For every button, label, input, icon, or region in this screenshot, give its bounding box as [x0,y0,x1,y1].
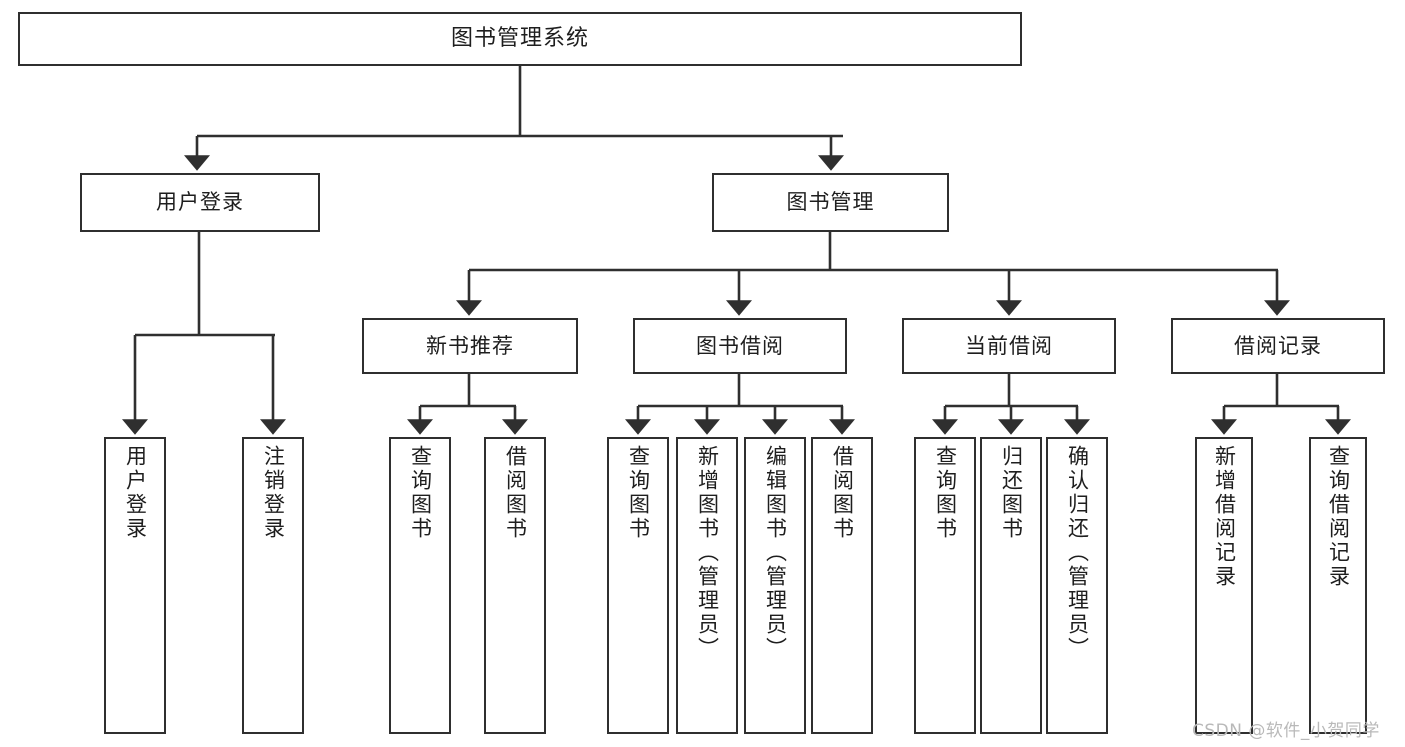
node-label: 归还图书 [999,445,1024,541]
node-leaf-edit-book[interactable]: 编辑图书（管理员） [744,437,806,734]
node-root-system[interactable]: 图书管理系统 [18,12,1022,66]
node-borrow-record[interactable]: 借阅记录 [1171,318,1385,374]
node-label: 新增图书（管理员） [695,445,720,661]
node-leaf-query-book-1[interactable]: 查询图书 [389,437,451,734]
node-label: 借阅图书 [830,445,855,541]
node-label: 图书管理系统 [450,26,589,52]
node-label: 借阅图书 [503,445,528,541]
node-leaf-logout[interactable]: 注销登录 [242,437,304,734]
node-leaf-borrow-book-2[interactable]: 借阅图书 [811,437,873,734]
node-new-book-recommend[interactable]: 新书推荐 [362,318,578,374]
node-label: 注销登录 [261,445,286,541]
node-label: 查询图书 [933,445,958,541]
node-label: 用户登录 [156,190,244,215]
node-label: 当前借阅 [965,333,1053,358]
node-leaf-add-record[interactable]: 新增借阅记录 [1195,437,1253,734]
node-leaf-query-book-3[interactable]: 查询图书 [914,437,976,734]
node-label: 新书推荐 [426,333,514,358]
node-label: 查询图书 [408,445,433,541]
node-label: 借阅记录 [1234,333,1322,358]
node-leaf-confirm-return[interactable]: 确认归还（管理员） [1046,437,1108,734]
node-label: 用户登录 [123,445,148,541]
csdn-watermark: CSDN @软件_小贺同学 [1192,721,1380,741]
node-leaf-return-book[interactable]: 归还图书 [980,437,1042,734]
node-leaf-borrow-book-1[interactable]: 借阅图书 [484,437,546,734]
node-label: 图书借阅 [696,333,784,358]
node-label: 新增借阅记录 [1212,445,1237,589]
node-leaf-query-record[interactable]: 查询借阅记录 [1309,437,1367,734]
node-label: 编辑图书（管理员） [763,445,788,661]
node-user-login[interactable]: 用户登录 [80,173,320,232]
node-leaf-query-book-2[interactable]: 查询图书 [607,437,669,734]
node-label: 查询借阅记录 [1326,445,1351,589]
node-leaf-user-login[interactable]: 用户登录 [104,437,166,734]
node-label: 确认归还（管理员） [1065,445,1090,661]
node-current-borrow[interactable]: 当前借阅 [902,318,1116,374]
node-book-borrow[interactable]: 图书借阅 [633,318,847,374]
node-book-manage[interactable]: 图书管理 [712,173,949,232]
node-leaf-add-book[interactable]: 新增图书（管理员） [676,437,738,734]
node-label: 查询图书 [626,445,651,541]
node-label: 图书管理 [786,190,875,215]
